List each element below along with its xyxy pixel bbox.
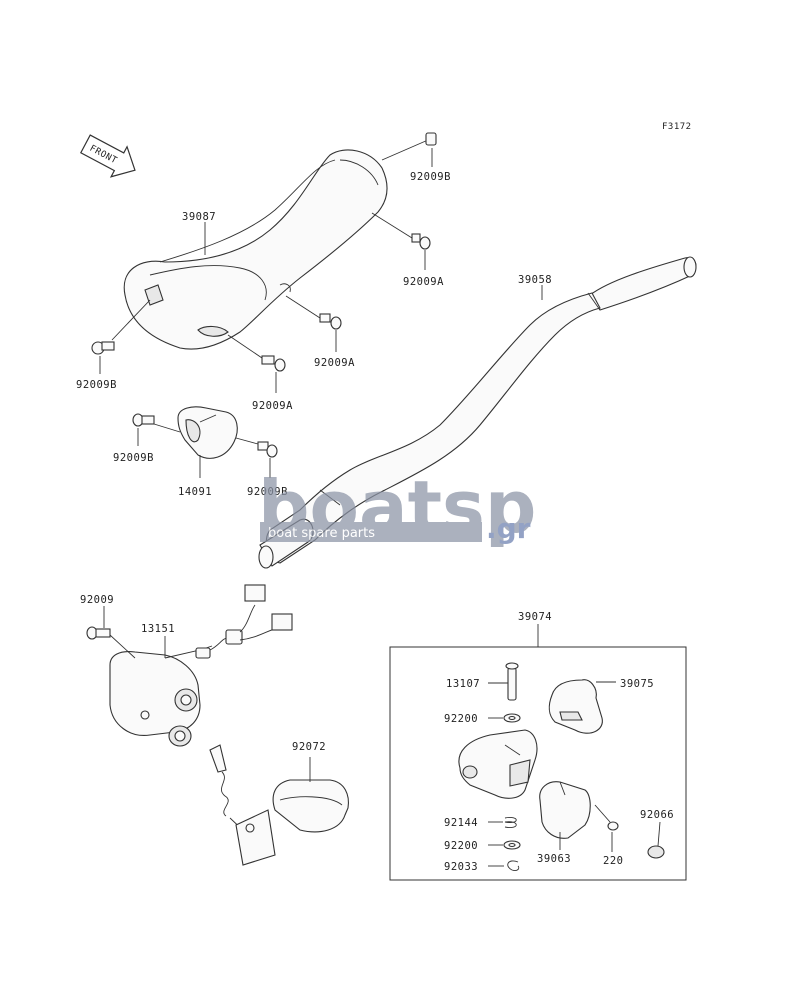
washer-92200-2	[488, 840, 521, 850]
label-92144: 92144	[444, 817, 478, 829]
label-92066: 92066	[640, 809, 674, 821]
handlebar-part	[258, 256, 697, 569]
label-14091: 14091	[178, 486, 212, 498]
switch-13151-part	[109, 584, 293, 747]
watermark-suffix: .gr	[486, 512, 531, 545]
cap-92066	[647, 821, 665, 859]
label-92009A-1: 92009A	[403, 276, 444, 288]
handlebar-cover-part	[123, 149, 388, 350]
bolt-92009A-2	[285, 295, 342, 352]
assembly-39074-box	[389, 624, 687, 881]
label-92072: 92072	[292, 741, 326, 753]
watermark-tagline-bar	[260, 522, 482, 542]
bracket-39075-part	[548, 679, 616, 734]
label-39075: 39075	[620, 678, 654, 690]
washer-92200-1	[488, 713, 521, 723]
label-92009B-top: 92009B	[410, 171, 451, 183]
label-92033: 92033	[444, 861, 478, 873]
label-92009A-3: 92009A	[252, 400, 293, 412]
label-39074: 39074	[518, 611, 552, 623]
watermark: boatsp .gr boat spare parts	[258, 465, 536, 549]
bolt-92009B-mid2	[235, 437, 278, 478]
watermark-tagline: boat spare parts	[268, 526, 375, 541]
lanyard-clip-92072-part	[209, 744, 349, 866]
label-92009B-mid2: 92009B	[247, 486, 288, 498]
label-39087: 39087	[182, 211, 216, 223]
label-220: 220	[603, 855, 623, 867]
front-arrow-icon: FRONT	[80, 134, 136, 178]
spring-92144	[488, 816, 517, 829]
label-39063: 39063	[537, 853, 571, 865]
label-92009A-2: 92009A	[314, 357, 355, 369]
label-92009: 92009	[80, 594, 114, 606]
screw-92009	[86, 606, 136, 659]
bolt-92009B-left	[91, 299, 151, 374]
bolt-92009A-3	[227, 334, 286, 393]
bolt-92009B-mid1	[132, 413, 181, 446]
label-13151: 13151	[141, 623, 175, 635]
screw-220	[594, 804, 619, 852]
cover-14091-part	[177, 406, 238, 478]
label-13107: 13107	[446, 678, 480, 690]
label-92009B-left: 92009B	[76, 379, 117, 391]
lever-housing-part	[458, 729, 538, 799]
label-92009B-mid1: 92009B	[113, 452, 154, 464]
pin-13107	[488, 662, 519, 701]
block-39063-part	[539, 781, 591, 850]
bolt-92009A-1	[371, 212, 431, 270]
bolt-92009B-top	[381, 132, 437, 167]
label-92200-1: 92200	[444, 713, 478, 725]
label-39058: 39058	[518, 274, 552, 286]
clip-92033	[488, 860, 520, 871]
diagram-code: F3172	[662, 122, 692, 132]
label-92200-2: 92200	[444, 840, 478, 852]
